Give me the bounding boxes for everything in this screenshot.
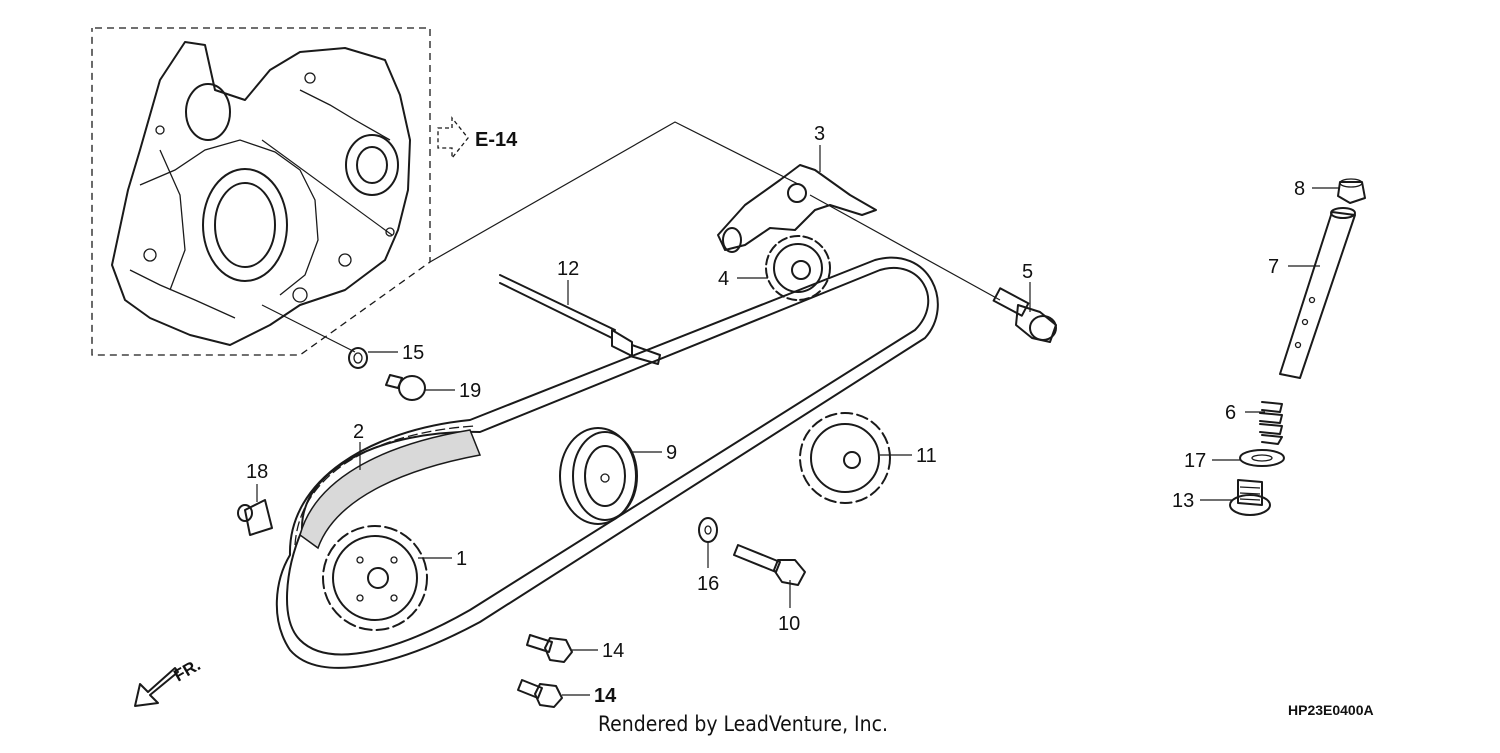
callout-2: 2	[353, 421, 364, 443]
callout-7: 7	[1268, 256, 1279, 278]
leader-line	[261, 304, 356, 353]
callout-3: 3	[814, 123, 825, 145]
collar-18	[237, 499, 273, 536]
bolt-19	[385, 374, 426, 401]
guide-rod	[499, 274, 661, 365]
callout-16: 16	[697, 573, 719, 595]
tensioner-bolt	[992, 287, 1057, 343]
leader-line	[429, 121, 801, 263]
leader-line	[261, 139, 393, 236]
callout-19: 19	[459, 380, 481, 402]
callout-12: 12	[557, 258, 579, 280]
plug-13	[1229, 479, 1271, 516]
reference-arrow: E-14	[437, 116, 518, 160]
callout-8: 8	[1294, 178, 1305, 200]
callout-13: 13	[1172, 490, 1194, 512]
callout-5: 5	[1022, 261, 1033, 283]
callout-14-upper: 14	[602, 640, 624, 662]
callout-18: 18	[246, 461, 268, 483]
front-direction-arrow: FR.	[134, 655, 204, 707]
callout-17: 17	[1184, 450, 1206, 472]
drive-chain	[275, 256, 939, 669]
oil-tube	[1279, 207, 1356, 379]
reference-label: E-14	[475, 129, 518, 151]
washer-16	[698, 517, 718, 543]
diagram-code: HP23E0400A	[1288, 702, 1374, 718]
washer-17	[1239, 449, 1285, 467]
front-label: FR.	[171, 655, 204, 685]
washer-15	[348, 347, 368, 369]
callout-11: 11	[916, 445, 937, 467]
callout-10: 10	[778, 613, 800, 635]
credit-text: Rendered by LeadVenture, Inc.	[598, 712, 888, 736]
bolt-14-upper	[526, 634, 573, 663]
tensioner-bracket	[717, 164, 877, 253]
callout-4: 4	[718, 268, 729, 290]
spring-6	[1259, 401, 1283, 445]
callout-6: 6	[1225, 402, 1236, 424]
callouts: 1 2 3 4 5 6 7 8 9 10 11 12 13	[246, 123, 1340, 707]
callout-14-lower: 14	[594, 685, 617, 707]
callout-1: 1	[456, 548, 467, 570]
callout-9: 9	[666, 442, 677, 464]
crankcase-illustration	[91, 27, 431, 356]
drive-sprocket	[322, 525, 428, 631]
cap-8	[1337, 178, 1366, 204]
idler-sprocket	[799, 412, 891, 504]
small-sprocket	[765, 235, 831, 301]
callout-15: 15	[402, 342, 424, 364]
tensioner-roller	[559, 427, 638, 525]
bolt-14-lower	[517, 679, 563, 708]
bolt-10	[733, 544, 806, 586]
leader-line	[809, 194, 1001, 301]
